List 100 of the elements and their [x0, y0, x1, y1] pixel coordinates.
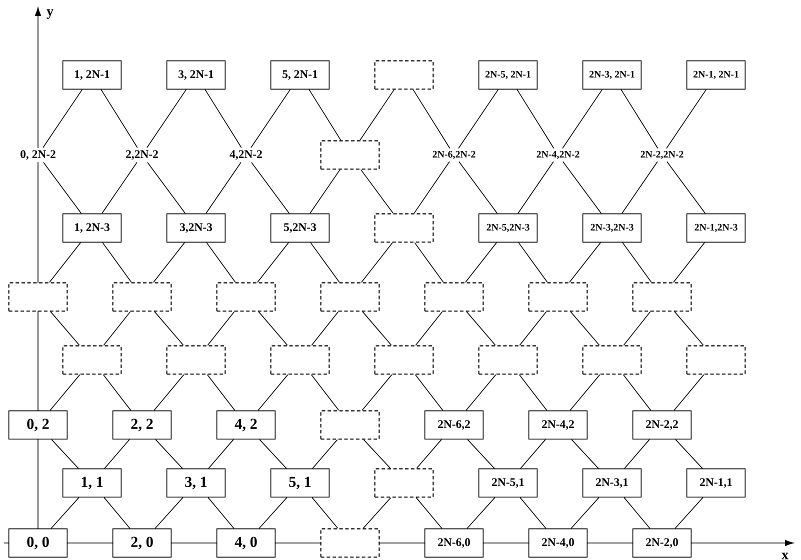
empty-box	[478, 345, 538, 375]
coordinate-box: 5, 2N-1	[270, 60, 330, 90]
connector-line	[43, 162, 82, 214]
connector-line	[674, 374, 704, 411]
coordinate-box: 2N-1, 2N-1	[686, 60, 746, 90]
connector-line	[100, 89, 138, 148]
empty-box	[320, 282, 380, 312]
connector-line	[360, 169, 394, 214]
coordinate-box: 3, 1	[166, 468, 226, 498]
connector-line	[414, 374, 444, 411]
connector-line	[103, 311, 131, 346]
connector-line	[466, 374, 496, 411]
connector-line	[623, 311, 651, 346]
coordinate-box: 0, 0	[8, 528, 68, 558]
connector-line	[258, 497, 288, 529]
connector-line	[102, 162, 138, 214]
connector-line	[204, 89, 242, 148]
connector-line	[458, 161, 498, 214]
coordinate-box: 2N-3,1	[582, 468, 642, 498]
empty-box	[166, 345, 226, 375]
coordinate-label: 2N-2,2N-2	[638, 148, 686, 162]
empty-box	[374, 468, 434, 498]
connector-line	[42, 89, 83, 148]
connector-line	[50, 497, 80, 529]
connector-line	[622, 242, 652, 283]
coordinate-box: 2N-5,2N-3	[478, 213, 538, 243]
connector-line	[562, 161, 602, 214]
coordinate-box: 5,2N-3	[270, 213, 330, 243]
connector-line	[259, 439, 287, 469]
connector-line	[466, 497, 496, 529]
connector-line	[518, 374, 548, 411]
connector-line	[102, 374, 132, 411]
empty-box	[320, 140, 380, 170]
axis-label: x	[782, 552, 788, 560]
connector-line	[466, 311, 496, 346]
connector-line	[520, 497, 546, 529]
connector-line	[666, 89, 707, 149]
coordinate-box: 2N-2,2	[632, 410, 692, 440]
connector-line	[310, 242, 340, 283]
coordinate-box: 2N-5, 2N-1	[478, 60, 538, 90]
coordinate-label: 2N-4,2N-2	[534, 148, 582, 162]
coordinate-box: 1, 2N-3	[62, 213, 122, 243]
empty-box	[320, 528, 380, 558]
connector-line	[624, 439, 650, 469]
empty-box	[528, 282, 588, 312]
connector-line	[258, 374, 288, 411]
connector-line	[361, 242, 393, 283]
connector-line	[104, 497, 130, 529]
connector-line	[622, 161, 658, 214]
connector-line	[569, 242, 601, 283]
connector-line	[360, 89, 394, 141]
connector-line	[154, 374, 184, 411]
coordinate-label: 4,2N-2	[227, 148, 265, 162]
connector-line	[624, 497, 650, 529]
coordinate-box: 2N-3,2N-3	[582, 213, 642, 243]
connector-line	[673, 242, 705, 283]
empty-box	[632, 282, 692, 312]
connector-line	[104, 439, 130, 469]
coordinate-box: 4, 2	[216, 410, 276, 440]
connector-line	[310, 169, 340, 214]
connector-line	[412, 89, 450, 149]
connector-line	[362, 311, 392, 346]
connector-line	[206, 374, 236, 411]
connector-line	[207, 311, 235, 346]
connector-line	[206, 162, 242, 214]
connector-line	[102, 242, 132, 283]
empty-box	[374, 213, 434, 243]
coordinate-box: 2, 0	[112, 528, 172, 558]
connector-line	[208, 439, 234, 469]
empty-box	[216, 282, 276, 312]
empty-box	[686, 345, 746, 375]
connector-line	[310, 374, 340, 411]
coordinate-box: 3,2N-3	[166, 213, 226, 243]
connector-line	[363, 439, 391, 469]
connector-line	[562, 89, 603, 149]
coordinate-box: 2N-6,2	[424, 410, 484, 440]
coordinate-box: 2N-4,0	[528, 528, 588, 558]
connector-line	[570, 374, 600, 411]
connector-line	[467, 439, 495, 469]
connector-line	[414, 242, 444, 283]
coordinate-box: 2N-1,1	[686, 468, 746, 498]
connector-line	[458, 89, 499, 149]
connector-line	[570, 497, 600, 529]
connector-line	[465, 242, 498, 283]
connector-line	[516, 89, 554, 149]
axis-label: y	[46, 9, 54, 19]
coordinate-box: 4, 0	[216, 528, 276, 558]
connector-line	[308, 89, 342, 141]
connector-line	[311, 311, 339, 346]
empty-box	[62, 345, 122, 375]
coordinate-box: 1, 2N-1	[62, 60, 122, 90]
connector-line	[51, 439, 79, 469]
connector-line	[416, 439, 442, 469]
coordinate-box: 5, 1	[270, 468, 330, 498]
connector-line	[520, 439, 546, 469]
connector-line	[518, 242, 548, 283]
coordinate-box: 2N-2,0	[632, 528, 692, 558]
connector-line	[154, 497, 184, 529]
connector-line	[674, 311, 704, 346]
connector-line	[312, 497, 338, 529]
